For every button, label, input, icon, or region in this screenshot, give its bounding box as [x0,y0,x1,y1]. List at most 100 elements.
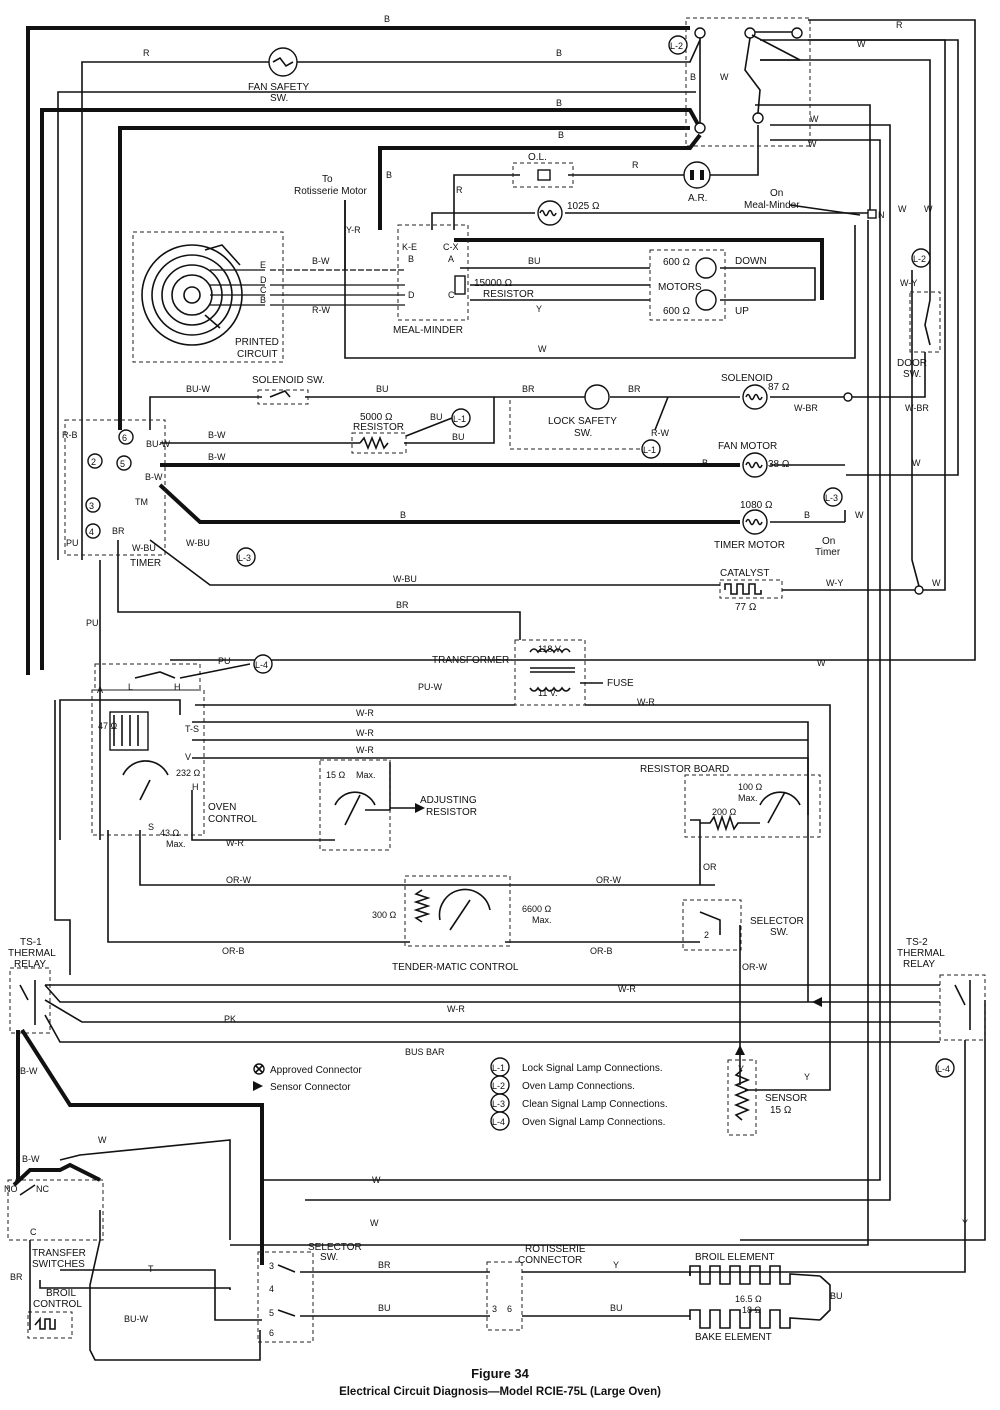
motor-down-ohm: 600 Ω [663,257,690,268]
timer-2: 2 [91,457,96,467]
ts-c: C [30,1227,37,1237]
ts1-2: THERMAL [8,948,56,959]
wl-29: W-BR [905,403,929,413]
ts-no: NO [4,1184,18,1194]
wl-77: T [148,1264,154,1274]
tag-l2-top: L-2 [670,41,683,51]
rot-conn-2: CONNECTOR [518,1255,582,1266]
figure-number: Figure 34 [471,1366,530,1381]
lock-safety-1: LOCK SAFETY [548,416,617,427]
wl-35: BU-W [146,439,170,449]
printed-circuit: PRINTED CIRCUIT E D C B [132,231,284,363]
wl-19: Y [536,304,542,314]
n-terminal-label: N [878,210,885,220]
wl-22: W [924,204,933,214]
solenoid-label: SOLENOID [721,373,773,384]
wl-82: BU [830,1291,843,1301]
wl-49: W [932,578,941,588]
oc-a: A [97,685,103,695]
ts1-relay: TS-1 THERMAL RELAY [8,937,56,1034]
legend-text: Oven Lamp Connections. [522,1081,635,1092]
sensor: SENSOR 15 Ω [727,1059,807,1136]
broil-control-1: BROIL [46,1288,76,1299]
transfer-2: SWITCHES [32,1259,85,1270]
wl-71: B-W [20,1066,38,1076]
ohm-15-label: 15 Ω [326,770,346,780]
printed-circuit-2: CIRCUIT [237,349,278,360]
lower-selector-switch: 3 4 5 6 SELECTOR SW. [257,1242,490,1343]
rc-6: 6 [507,1304,512,1314]
legend-text: Clean Signal Lamp Connections. [522,1099,668,1110]
resistor-5000-label: 5000 Ω [360,412,393,423]
rotisserie-motor-1: To [322,174,333,185]
wl-16: B-W [312,256,330,266]
wl-69: Y [738,1064,744,1074]
legend-tag: L-1 [492,1063,505,1073]
wl-76: Y [962,1218,968,1228]
wl-42: W [855,510,864,520]
legend-tag: L-2 [492,1081,505,1091]
ar-relay: A.R. [683,161,711,204]
wl-38: B [702,458,708,468]
oc-v: V [185,752,191,762]
fan-safety-label: FAN SAFETY [248,82,309,93]
legend-text: Lock Signal Lamp Connections. [522,1063,663,1074]
ohm-43-label: 43 Ω [160,828,180,838]
wl-1: B [384,14,390,24]
wl-46: W-BU [186,538,210,548]
meal-minder-n-terminal [867,209,877,219]
wl-6: R [896,20,903,30]
ohm-47-label: 47 Ω [98,721,118,731]
wl-14: R [456,185,463,195]
timer-4: 4 [89,527,94,537]
wl-5: B [558,130,564,140]
timer-motor-ohm: 1080 Ω [740,500,773,511]
wl-10: W [810,114,819,124]
ts2-1: TS-2 [906,937,928,948]
wl-36: B-W [145,472,163,482]
mm-a: A [448,254,454,264]
wl-64: OR-B [590,946,613,956]
rotisserie-motor-2: Rotisserie Motor [294,186,367,197]
meal-minder-label: MEAL-MINDER [393,325,463,336]
oven-control-2: CONTROL [208,814,257,825]
wl-33: B-W [208,430,226,440]
wire-labels: B R B B B R W W B W W R B R Y-R B-W R-W … [10,14,968,1324]
wl-12: R [632,160,639,170]
wl-37: R-B [62,430,78,440]
wl-61: OR-W [226,875,251,885]
sel-2: 2 [704,930,709,940]
legend-tag: L-3 [492,1099,505,1109]
figure-title: Electrical Circuit Diagnosis—Model RCIE-… [339,1386,661,1398]
ls-4: 4 [269,1284,274,1294]
wl-53: W [817,658,826,668]
oven-control-wires [59,699,831,1091]
motor-up-ohm: 600 Ω [663,306,690,317]
lower-left-wires [16,1028,264,1361]
resistor-board: RESISTOR BOARD 100 Ω Max. 200 Ω [640,764,821,838]
pc-b: B [260,295,266,305]
ts2-3: RELAY [903,959,935,970]
ls-3: 3 [269,1261,274,1271]
wl-44: PU [66,538,79,548]
wl-20: W [538,344,547,354]
wl-40: B [400,510,406,520]
legend-tag: L-4 [492,1117,505,1127]
wl-17: R-W [312,305,330,315]
mm-b: B [408,254,414,264]
timer-5: 5 [120,459,125,469]
wl-2: R [143,48,150,58]
wl-63: OR-B [222,946,245,956]
catalyst-label: CATALYST [720,568,769,579]
mm-ke: K-E [402,242,417,252]
on-timer-2: Timer [815,547,841,558]
wl-78: BR [378,1260,391,1270]
wl-73: B-W [22,1154,40,1164]
adjusting-2: RESISTOR [426,807,477,818]
bake-ohm: 18 Ω [742,1305,762,1315]
wl-41: B [804,510,810,520]
ohm-100-label: 100 Ω [738,782,763,792]
wl-55: W-R [637,697,655,707]
mm-c: C [448,290,455,300]
wl-45: W-BU [132,543,156,553]
